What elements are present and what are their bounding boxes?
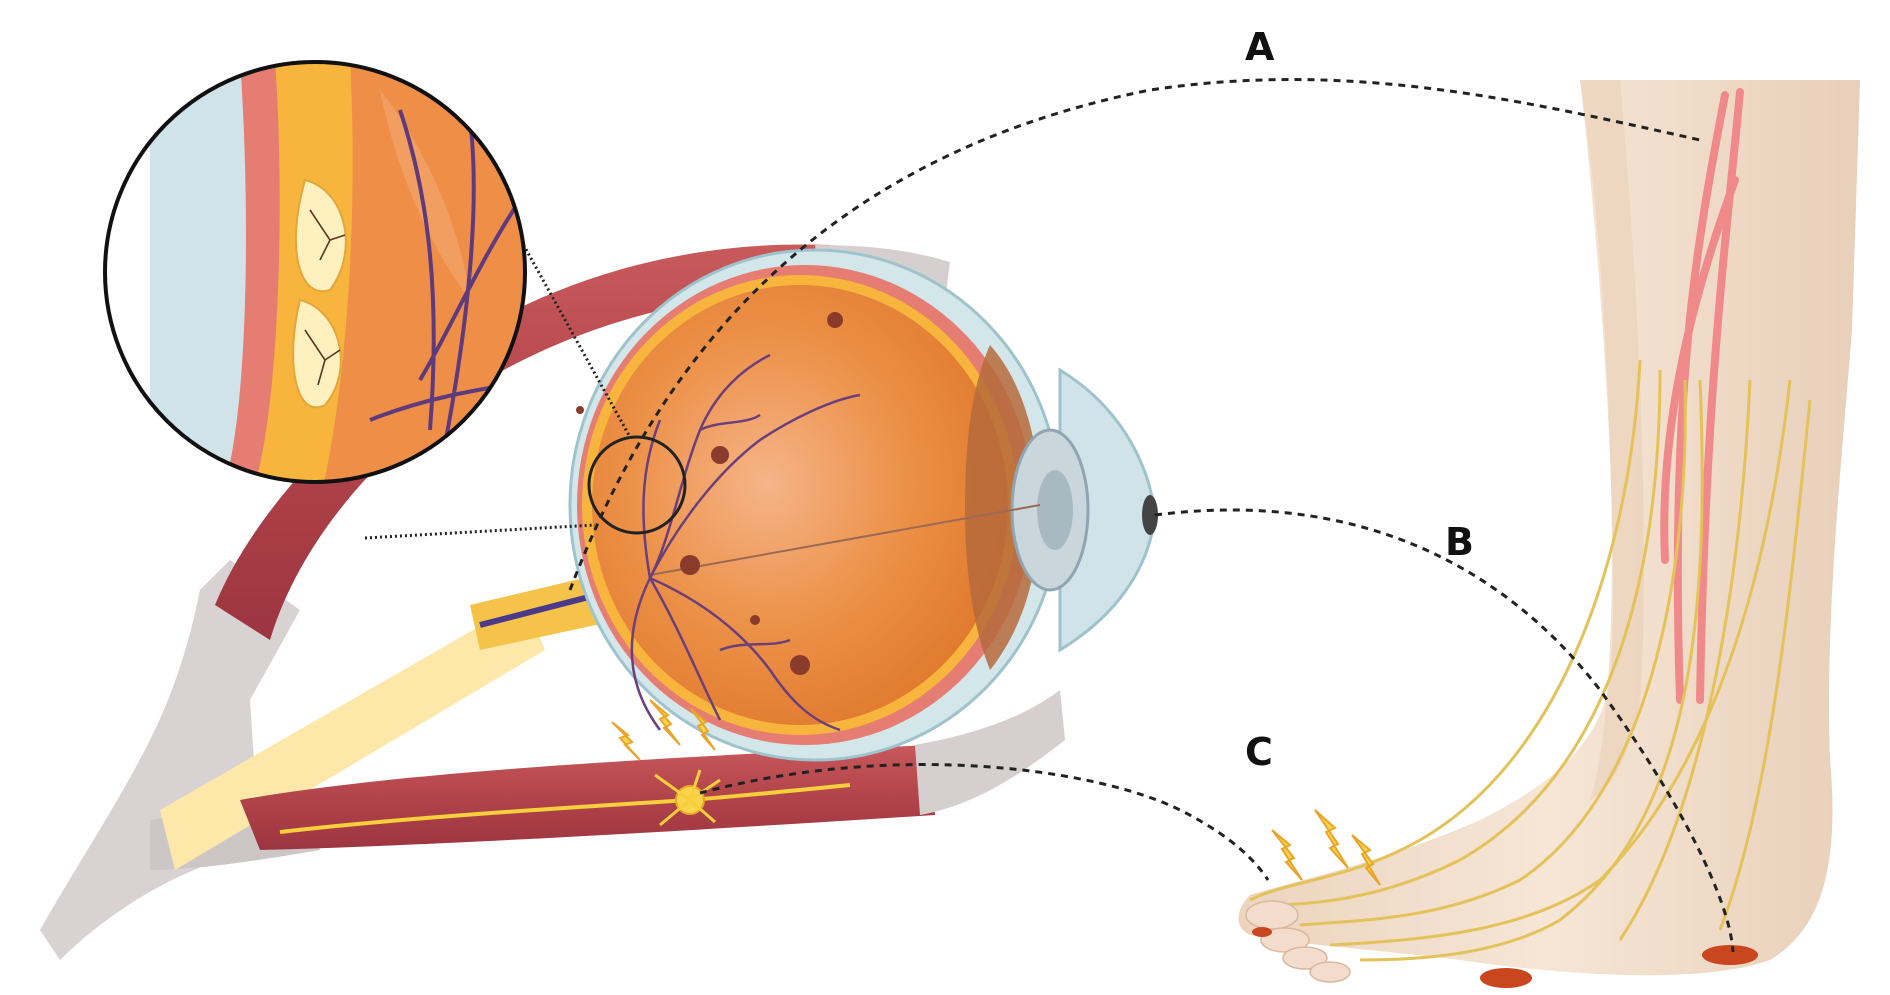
lower-rectus-muscle [240,745,935,850]
toe-ulcer [1252,927,1272,937]
pupil-dot [1142,495,1158,535]
retinal-hemorrhages [576,312,843,675]
retinal-vessels [630,353,861,732]
leg-skin [1238,80,1860,976]
lightning-bolt-icon [1271,809,1381,886]
lightning-bolt-icon [611,699,716,761]
optical-axis [649,504,1041,576]
toes [1245,900,1351,983]
label-b: B [1445,520,1474,564]
label-c: C [1245,730,1273,774]
label-a: A [1245,25,1275,69]
zoomed-retina-inset [103,60,527,484]
magnifier-circle [587,435,687,535]
leg-nerves [1249,359,1812,962]
zoom-line-bottom [364,523,596,540]
foot-ulcer-midfoot [1480,968,1532,988]
connector-b [1154,508,1735,953]
neuron-cell [654,769,721,827]
motor-nerve [279,783,851,834]
lower-rectus-tendon [915,690,1065,815]
eye-illustration [40,60,1158,960]
leg-shading [1580,80,1644,800]
vitreous-body [592,285,1008,725]
connectors [568,78,1735,953]
leg-foot-illustration [1238,80,1860,988]
leg-arteries [1660,88,1744,704]
lens-nucleus [1037,470,1073,550]
connector-a [568,78,1701,591]
foot-ulcer-heel [1702,945,1758,965]
ciliary-body [965,345,1040,670]
tendon-sheath [40,560,300,960]
